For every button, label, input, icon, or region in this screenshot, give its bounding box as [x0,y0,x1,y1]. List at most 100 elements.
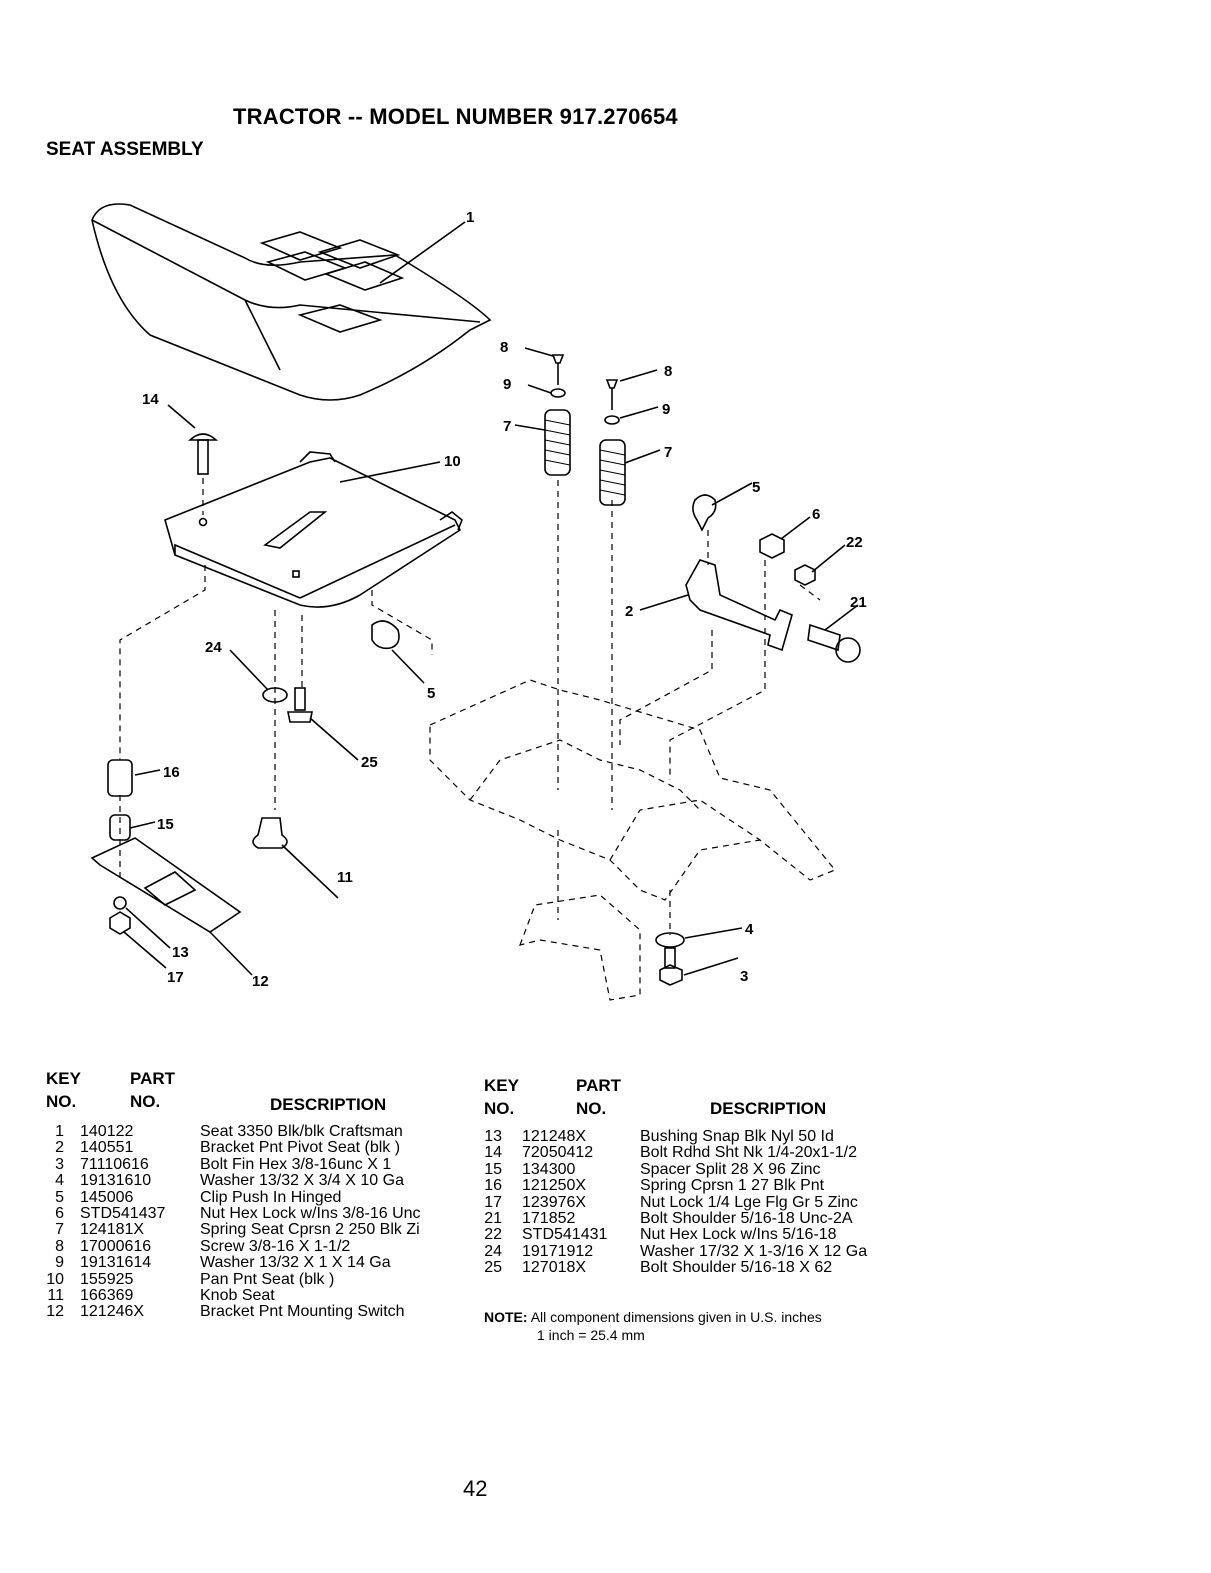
callout-15: 15 [157,816,174,833]
callout-10: 10 [444,453,461,470]
part-number: 123976X [522,1193,587,1211]
part-description: Bracket Pnt Pivot Seat (blk ) [200,1139,401,1157]
seat-pan-drawing [164,451,463,608]
part-number: 17000616 [80,1237,152,1255]
part-description: Pan Pnt Seat (blk ) [200,1270,335,1288]
key-number: 3 [55,1155,64,1173]
key-number: 7 [55,1221,64,1239]
col-header-part: PART [130,1069,176,1088]
section-title: SEAT ASSEMBLY [46,139,204,160]
part-description: Spring Cprsn 1 27 Blk Pnt [640,1177,825,1195]
callout-24: 24 [205,639,222,656]
callout-5b: 5 [427,685,435,702]
callout-12: 12 [252,973,269,990]
key-number: 15 [484,1160,502,1178]
key-number: 12 [46,1303,64,1321]
key-number: 24 [484,1242,502,1260]
key-number: 25 [484,1259,502,1277]
part-number: 19131610 [80,1172,152,1190]
part-number: 121248X [522,1128,587,1145]
part-description: Bracket Pnt Mounting Switch [200,1303,405,1321]
key-number: 22 [484,1226,502,1244]
key-number: 5 [55,1188,64,1206]
part-description: Nut Lock 1/4 Lge Flg Gr 5 Zinc [640,1193,858,1211]
callout-17: 17 [167,969,184,986]
part-number: 140122 [80,1123,134,1140]
callout-22: 22 [846,534,863,551]
page-title: TRACTOR -- MODEL NUMBER 917.270654 [233,104,678,129]
part-number: 166369 [80,1287,134,1304]
part-description: Seat 3350 Blk/blk Craftsman [200,1123,403,1140]
key-number: 14 [484,1144,502,1162]
callout-21: 21 [850,594,867,611]
part-description: Nut Hex Lock w/Ins 5/16-18 [640,1226,837,1244]
callout-11: 11 [337,869,353,886]
key-number: 8 [55,1237,64,1255]
part-description: Spring Seat Cprsn 2 250 Blk Zi [200,1221,420,1239]
callout-5a: 5 [752,479,760,496]
key-number: 6 [55,1205,64,1222]
callout-6: 6 [812,506,820,523]
note-conversion: 1 inch = 25.4 mm [537,1327,645,1343]
exploded-diagram: 1 14 10 8 9 7 8 9 7 5 6 22 21 2 24 5 16 … [90,203,867,1001]
key-number: 2 [55,1139,64,1157]
key-number: 16 [484,1177,502,1195]
col-header-part: PART [576,1076,622,1095]
callout-1: 1 [466,209,474,226]
part-number: 19131614 [80,1254,152,1272]
note-label: NOTE: [484,1309,528,1325]
part-description: Bolt Fin Hex 3/8-16unc X 1 [200,1155,392,1173]
key-number: 13 [484,1128,502,1145]
part-description: Clip Push In Hinged [200,1188,342,1206]
callout-16: 16 [163,764,180,781]
key-number: 4 [55,1172,64,1190]
part-number: 155925 [80,1270,134,1288]
col-header-key-no: NO. [484,1099,515,1118]
callout-7b: 7 [664,444,672,461]
part-description: Bolt Shoulder 5/16-18 X 62 [640,1259,833,1277]
part-number: 121250X [522,1177,587,1195]
part-description: Nut Hex Lock w/Ins 3/8-16 Unc [200,1205,421,1222]
key-number: 21 [484,1210,502,1227]
callout-4: 4 [745,921,754,938]
part-number: 127018X [522,1259,587,1277]
callout-8a: 8 [500,339,508,356]
part-description: Screw 3/8-16 X 1-1/2 [200,1237,351,1255]
part-description: Washer 13/32 X 3/4 X 10 Ga [200,1172,404,1190]
part-description: Washer 13/32 X 1 X 14 Ga [200,1254,391,1272]
note-text: All component dimensions given in U.S. i… [530,1309,822,1325]
part-description: Bolt Rdhd Sht Nk 1/4-20x1-1/2 [640,1144,858,1162]
part-description: Washer 17/32 X 1-3/16 X 12 Ga [640,1242,868,1260]
part-description: Bolt Shoulder 5/16-18 Unc-2A [640,1210,853,1227]
part-number: STD541437 [80,1205,166,1222]
part-number: 140551 [80,1139,134,1157]
switch-bracket-drawing [90,837,253,976]
key-number: 11 [47,1287,64,1304]
part-number: 145006 [80,1188,134,1206]
part-number: 19171912 [522,1242,594,1260]
callout-2: 2 [625,603,633,620]
part-number: 171852 [522,1210,576,1227]
callout-9b: 9 [662,401,670,418]
note: NOTE: All component dimensions given in … [484,1309,822,1325]
part-description: Knob Seat [200,1287,275,1304]
part-number: STD541431 [522,1226,608,1244]
key-number: 9 [55,1254,64,1272]
page-number: 42 [463,1476,488,1501]
callout-3: 3 [740,968,748,985]
part-description: Spacer Split 28 X 96 Zinc [640,1160,821,1178]
part-number: 121246X [80,1303,145,1321]
callout-13: 13 [172,944,189,961]
key-number: 17 [484,1193,502,1211]
pivot-bracket-drawing [639,559,793,652]
key-number: 10 [46,1270,64,1288]
col-header-key: KEY [46,1069,81,1088]
part-number: 71110616 [80,1155,149,1173]
part-number: 134300 [522,1160,576,1178]
seat-drawing [91,203,492,401]
callout-8b: 8 [664,363,672,380]
col-header-key: KEY [484,1076,519,1095]
col-header-part-no: NO. [130,1092,161,1111]
callout-25: 25 [361,754,378,771]
col-header-description: DESCRIPTION [710,1099,827,1118]
